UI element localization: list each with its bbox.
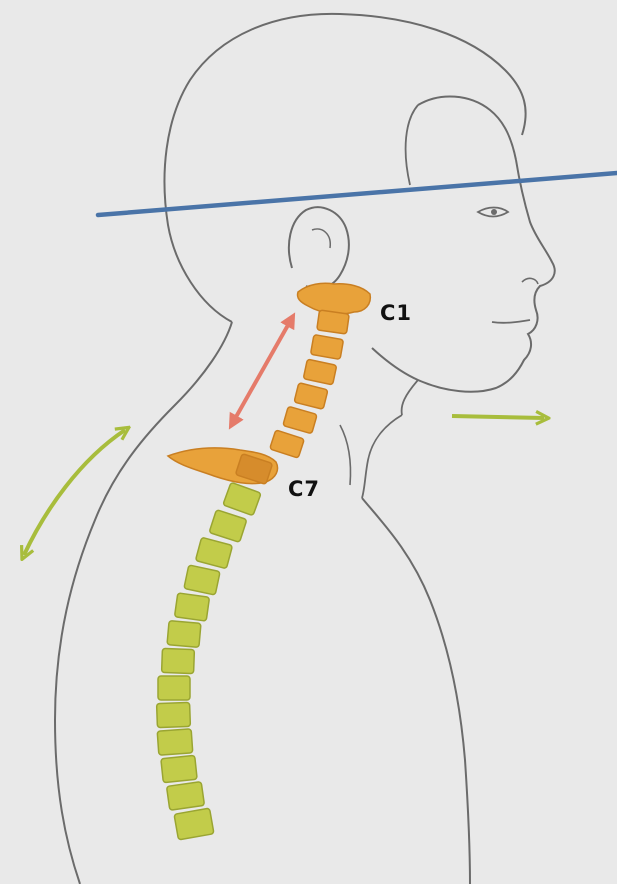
vertebra-c2 — [317, 310, 349, 334]
label-c7: C7 — [288, 477, 320, 501]
vertebra-l1 — [174, 808, 214, 840]
vertebra-t8 — [158, 676, 190, 700]
right-arrow-icon — [452, 416, 544, 418]
vertebra-t6 — [167, 621, 201, 648]
vertebra-t9 — [157, 702, 191, 727]
pupil — [491, 209, 497, 215]
vertebra-c3 — [310, 335, 343, 360]
vertebra-t10 — [157, 729, 193, 755]
vertebra-t11 — [161, 755, 197, 782]
vertebra-t7 — [162, 648, 195, 673]
label-c1: C1 — [380, 301, 412, 325]
vertebra-t12 — [166, 782, 204, 811]
vertebra-t5 — [174, 593, 209, 621]
